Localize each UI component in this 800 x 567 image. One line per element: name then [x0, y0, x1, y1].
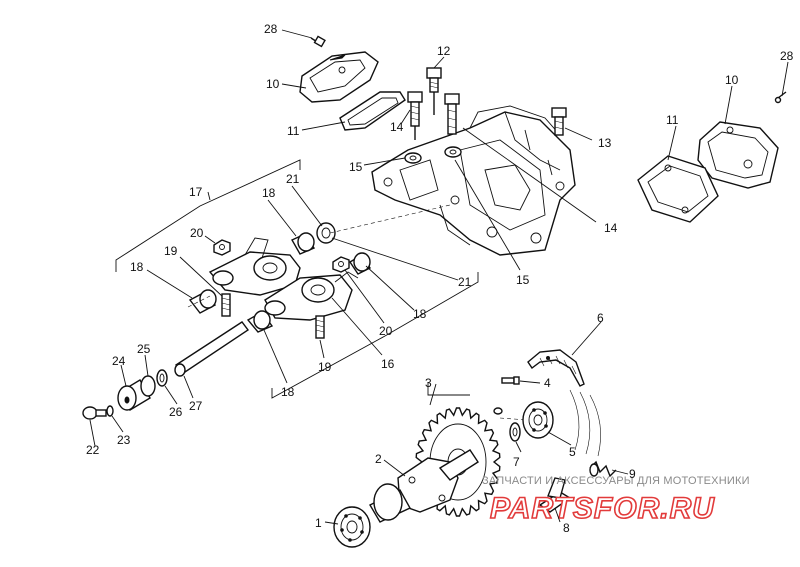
head-bolt-14-right: [444, 93, 460, 135]
oring-25: [140, 375, 156, 397]
cylinder-head-block: [371, 105, 576, 256]
washer-7: [509, 422, 521, 442]
label-11-right: 11: [666, 113, 679, 127]
label-26: 26: [169, 405, 183, 419]
dowel-pin-3: [493, 407, 503, 415]
valve-cover-gasket-right: [637, 155, 719, 223]
label-20-b: 20: [379, 324, 393, 338]
label-14-right: 14: [604, 221, 618, 235]
washer-15-left: [404, 152, 422, 164]
label-19-a: 19: [164, 244, 178, 258]
label-7: 7: [513, 455, 520, 469]
rocker-shaft: [174, 321, 250, 377]
label-28-right: 28: [780, 49, 794, 63]
label-23: 23: [117, 433, 131, 447]
label-2: 2: [375, 452, 382, 466]
label-10-left: 10: [266, 77, 280, 91]
nut-20-a: [213, 239, 231, 256]
label-22: 22: [86, 443, 100, 457]
watermark-tagline: ЗАПЧАСТИ И АКСЕССУАРЫ ДЛЯ МОТОТЕХНИКИ: [482, 475, 750, 487]
bearing-5: [522, 401, 554, 439]
head-bolt-14-left: [407, 91, 423, 140]
label-21-b: 21: [458, 275, 472, 289]
part-number-labels: 28 10 11 12 14 15 13 14 15 11 10 28 17 1…: [86, 22, 794, 535]
ring-26: [156, 369, 168, 387]
head-bolt-12: [426, 67, 442, 115]
label-21-a: 21: [286, 172, 300, 186]
label-9: 9: [629, 467, 636, 481]
bushing-21-a: [316, 222, 336, 244]
adjuster-screw-19-a: [221, 293, 231, 317]
label-18-a: 18: [130, 260, 144, 274]
label-4: 4: [544, 376, 551, 390]
bearing-1: [333, 506, 371, 548]
label-3: 3: [425, 376, 432, 390]
bushing-18-c: [349, 252, 371, 275]
label-11-left: 11: [287, 124, 300, 138]
bushing-18-a: [188, 289, 217, 314]
nut-20-b: [332, 256, 350, 273]
leader-lines: [89, 29, 789, 525]
head-bolt-13: [551, 107, 567, 136]
label-19-b: 19: [318, 360, 332, 374]
label-20-a: 20: [190, 226, 204, 240]
watermark-logo: PARTSFOR.RU: [490, 492, 715, 525]
label-12: 12: [437, 44, 451, 58]
label-18-b: 18: [262, 186, 276, 200]
label-5: 5: [569, 445, 576, 459]
label-13: 13: [598, 136, 612, 150]
camshaft: [369, 449, 479, 523]
group-bracket-16: [271, 272, 479, 399]
label-16: 16: [381, 357, 395, 371]
label-1: 1: [315, 516, 322, 530]
label-15-right: 15: [516, 273, 530, 287]
valve-cover-gasket-left: [339, 91, 406, 131]
label-10-right: 10: [725, 73, 739, 87]
valve-cover-left: [299, 51, 379, 103]
decompressor-6: [527, 349, 585, 387]
label-27: 27: [189, 399, 203, 413]
watermark: ЗАПЧАСТИ И АКСЕССУАРЫ ДЛЯ МОТОТЕХНИКИ PA…: [482, 475, 750, 526]
label-6: 6: [597, 311, 604, 325]
rocker-arm-upper: [208, 237, 301, 296]
label-25: 25: [137, 342, 151, 356]
rocker-arm-lower: [264, 271, 359, 321]
label-28-left: 28: [264, 22, 278, 36]
washer-23: [106, 405, 114, 417]
decompressor-lever-8: [538, 477, 572, 513]
label-14-left: 14: [390, 120, 404, 134]
valve-cover-right: [697, 121, 779, 189]
adjuster-screw-19-b: [315, 315, 325, 339]
washer-15-right: [444, 146, 462, 158]
label-15-left: 15: [349, 160, 363, 174]
bushing-18-d: [246, 310, 274, 333]
spring-9: [589, 460, 617, 478]
group-bracket-17: [115, 159, 301, 272]
label-18-d: 18: [281, 385, 295, 399]
label-17: 17: [189, 185, 203, 199]
label-24: 24: [112, 354, 126, 368]
screw-22: [82, 406, 107, 420]
cover-bolt-left: [310, 35, 326, 48]
bushing-18-b: [291, 232, 316, 255]
pin-4: [501, 376, 520, 385]
decompressor-arcs: [569, 389, 601, 457]
label-8: 8: [563, 521, 570, 535]
cover-bolt-right: [774, 91, 787, 104]
label-18-c: 18: [413, 307, 427, 321]
